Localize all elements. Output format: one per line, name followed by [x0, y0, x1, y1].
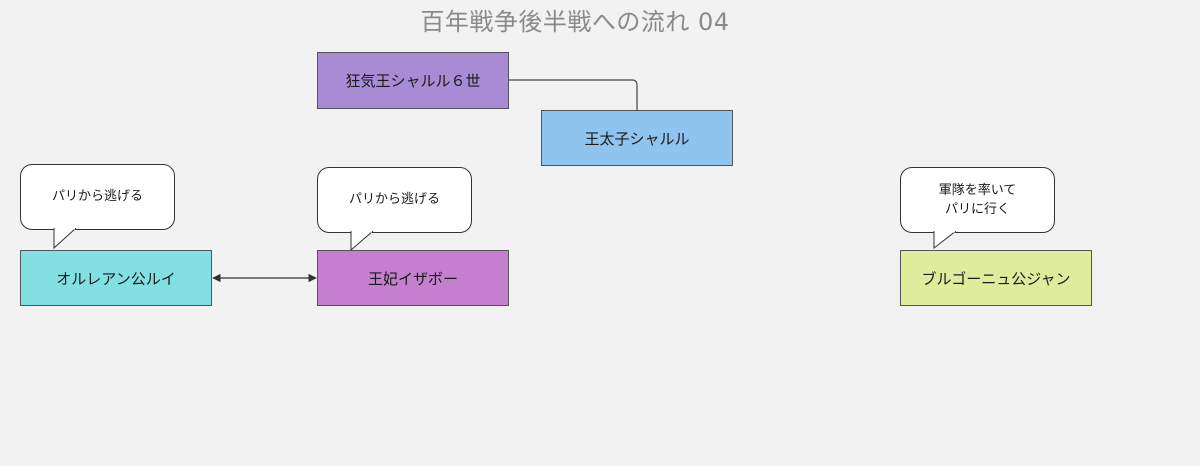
speech-bubble-text: 軍隊を率いて パリに行く	[939, 181, 1017, 220]
speech-bubble-orleans[interactable]: パリから逃げる	[20, 164, 175, 230]
speech-bubble-text: パリから逃げる	[348, 192, 440, 208]
speech-bubble-isabeau[interactable]: パリから逃げる	[317, 167, 472, 233]
speech-bubble-tail-orleans	[53, 228, 77, 250]
speech-bubble-text: パリから逃げる	[51, 189, 143, 205]
node-charles-vi[interactable]: 狂気王シャルル６世	[317, 52, 509, 109]
speech-bubble-burgundy[interactable]: 軍隊を率いて パリに行く	[900, 167, 1055, 233]
diagram-title: 百年戦争後半戦への流れ 04	[420, 8, 730, 36]
node-dauphin-charles[interactable]: 王太子シャルル	[541, 110, 733, 166]
node-duke-orleans[interactable]: オルレアン公ルイ	[20, 250, 212, 306]
speech-bubble-line: 軍隊を率いて	[938, 182, 1017, 198]
speech-bubble-tail-burgundy	[933, 231, 957, 250]
speech-bubble-line: パリに行く	[944, 202, 1010, 217]
node-queen-isabeau[interactable]: 王妃イザボー	[317, 250, 509, 306]
node-duke-burgundy[interactable]: ブルゴーニュ公ジャン	[900, 250, 1092, 306]
connector-charles6-dauphin	[509, 79, 638, 110]
speech-bubble-tail-isabeau	[350, 231, 374, 251]
